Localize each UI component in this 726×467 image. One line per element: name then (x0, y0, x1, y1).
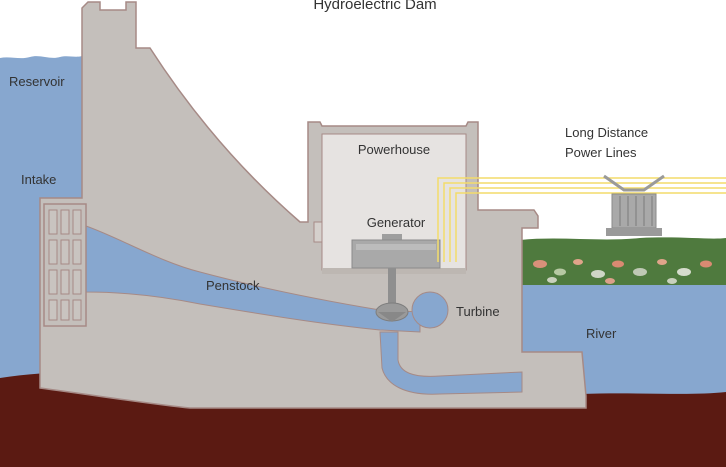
riverbank-stones (533, 259, 712, 284)
dam-body (39, 1, 587, 409)
label-turbine: Turbine (456, 304, 500, 319)
label-reservoir: Reservoir (9, 74, 65, 89)
label-generator: Generator (367, 215, 426, 230)
transmission-tower (603, 174, 665, 236)
label-river: River (586, 326, 617, 341)
powerhouse-side-door (313, 221, 323, 243)
generator (351, 234, 441, 269)
turbine-chamber (411, 291, 449, 329)
generator-shaft (388, 268, 396, 308)
label-power-lines-line2: Power Lines (565, 145, 637, 160)
intake-grate (43, 203, 87, 327)
diagram-title: Hydroelectric Dam (313, 0, 436, 13)
riverbank-grass (520, 237, 726, 285)
label-powerhouse: Powerhouse (358, 142, 430, 157)
power-lines (437, 177, 726, 262)
outflow-channel (379, 331, 523, 395)
label-penstock: Penstock (206, 278, 260, 293)
label-intake: Intake (21, 172, 56, 187)
label-power-lines-line1: Long Distance (565, 125, 648, 140)
turbine (375, 302, 409, 322)
